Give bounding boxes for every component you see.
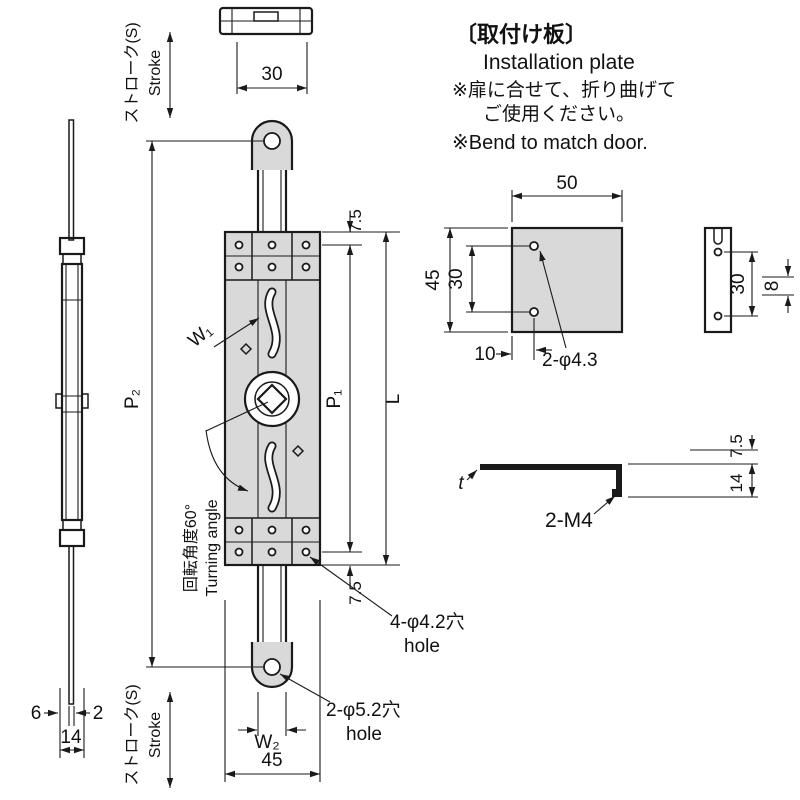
callout-plate-holes: 2-φ4.3 (539, 250, 598, 371)
dim-plate-50: 50 (556, 173, 577, 194)
stroke-top-label-jp: ストローク(S) (123, 22, 141, 123)
mounting-hole (301, 262, 311, 272)
dim-30-top: 30 (261, 64, 282, 85)
rivet-hole (267, 547, 277, 557)
plate-side-view (703, 226, 733, 334)
hub-boss-left (55, 393, 63, 409)
bracket-view: t 7.5 14 2-M4 (458, 434, 758, 532)
callout-tab-holes: 2-φ5.2穴 hole (279, 673, 401, 745)
top-tab-hole (263, 132, 281, 150)
dim-plate-hole-spacing: 30 (446, 245, 530, 313)
dim-plate-hole-offset: 10 (474, 318, 552, 365)
dim-bracket-14: 14 (727, 474, 746, 493)
dim-plate-side-30: 30 (728, 273, 749, 294)
plate-front-view (510, 226, 624, 334)
mounting-hole (301, 547, 311, 557)
upper-cam-slot (266, 289, 279, 357)
callout-tab-holes-jp: 2-φ5.2穴 (326, 699, 401, 721)
square-spindle-hole (256, 383, 288, 415)
cam-hub (243, 370, 301, 428)
hub-boss-right (81, 393, 89, 409)
dim-top-width: 30 (236, 42, 308, 94)
dim-plate-45: 45 (423, 269, 444, 290)
dim-plate-side-notch: 8 (762, 259, 794, 313)
latch-side-dimensions: 6 2 14 (31, 688, 104, 758)
note-title-jp: 〔取付け板〕 (455, 22, 587, 47)
rivet-hole (267, 525, 277, 535)
mounting-hole (234, 262, 244, 272)
latch-side-view (55, 119, 89, 705)
dim-w1-label: W₁ (184, 320, 216, 352)
callout-body-holes-jp: 4-φ4.2穴 (390, 611, 465, 633)
dim-right-chain: 7.5 P₁ 7.5 L (322, 209, 404, 605)
lower-cam-slot (266, 443, 279, 511)
dim-6: 6 (31, 703, 42, 724)
note-line2-jp: ご使用ください。 (483, 103, 635, 125)
rivet-hole (267, 240, 277, 250)
label-turning-angle: 回転角度60° Turning angle (182, 401, 269, 597)
callout-body-holes: 4-φ4.2穴 hole (309, 556, 465, 657)
plate-hole (713, 311, 723, 321)
mounting-hole (301, 525, 311, 535)
dim-75-bottom: 7.5 (346, 581, 365, 605)
installation-note: 〔取付け板〕 Installation plate ※扉に合せて、折り曲げて ご… (452, 22, 676, 154)
rivet-hole (267, 262, 277, 272)
note-line1-jp: ※扉に合せて、折り曲げて (452, 79, 676, 101)
dim-length-label: L (383, 394, 404, 405)
stroke-bottom-label-en: Stroke (147, 712, 164, 758)
small-diamond-hole (291, 444, 305, 458)
dim-bracket-75: 7.5 (727, 434, 746, 458)
turning-angle-label-en: Turning angle (204, 499, 221, 596)
dim-plate-side-8: 8 (762, 281, 783, 292)
latch-plan-view (218, 6, 314, 36)
bent-plate-profile (480, 464, 622, 497)
dim-plate-side-hole-spacing: 30 (724, 251, 758, 317)
dim-plate-width: 50 (511, 173, 623, 222)
dim-75-top: 7.5 (346, 209, 365, 233)
mounting-hole (234, 525, 244, 535)
note-line-en: ※Bend to match door. (452, 132, 648, 154)
callout-plate-holes-label: 2-φ4.3 (542, 350, 598, 371)
plate-hole (713, 247, 723, 257)
dim-p1-label: P₁ (324, 389, 345, 408)
small-diamond-hole (239, 342, 253, 356)
bottom-tab-hole (263, 658, 281, 676)
dim-2: 2 (93, 703, 104, 724)
latch-front-view (223, 119, 322, 689)
dim-45-bottom: 45 (261, 750, 282, 771)
callout-thread-label: 2-M4 (545, 509, 593, 532)
dim-plate-30: 30 (446, 268, 467, 289)
dim-plate-height: 45 (423, 227, 508, 333)
plate-hole (529, 241, 539, 251)
dim-p2: P₂ (122, 140, 264, 668)
mounting-hole (234, 240, 244, 250)
dim-thickness-label: t (458, 473, 464, 494)
callout-tab-holes-en: hole (346, 724, 382, 745)
dim-w2: W₂ (238, 692, 306, 753)
dim-14: 14 (60, 727, 82, 748)
turning-angle-label-jp: 回転角度60° (182, 504, 200, 592)
note-title-en: Installation plate (483, 51, 635, 74)
stroke-top-label-en: Stroke (147, 50, 164, 96)
mounting-hole (234, 547, 244, 557)
mounting-hole (301, 240, 311, 250)
dim-stroke-top: ストローク(S) Stroke (123, 22, 174, 124)
callout-body-holes-en: hole (404, 636, 440, 657)
plate-notch (713, 228, 723, 245)
dim-plate-10: 10 (474, 344, 495, 365)
plate-hole (529, 307, 539, 317)
dim-w2-label: W₂ (254, 732, 279, 753)
dim-p2-label: P₂ (122, 389, 143, 409)
dim-bottom-width: 45 (224, 600, 321, 782)
stroke-bottom-label-jp: ストローク(S) (123, 684, 141, 785)
dim-stroke-bottom: ストローク(S) Stroke (123, 684, 174, 788)
